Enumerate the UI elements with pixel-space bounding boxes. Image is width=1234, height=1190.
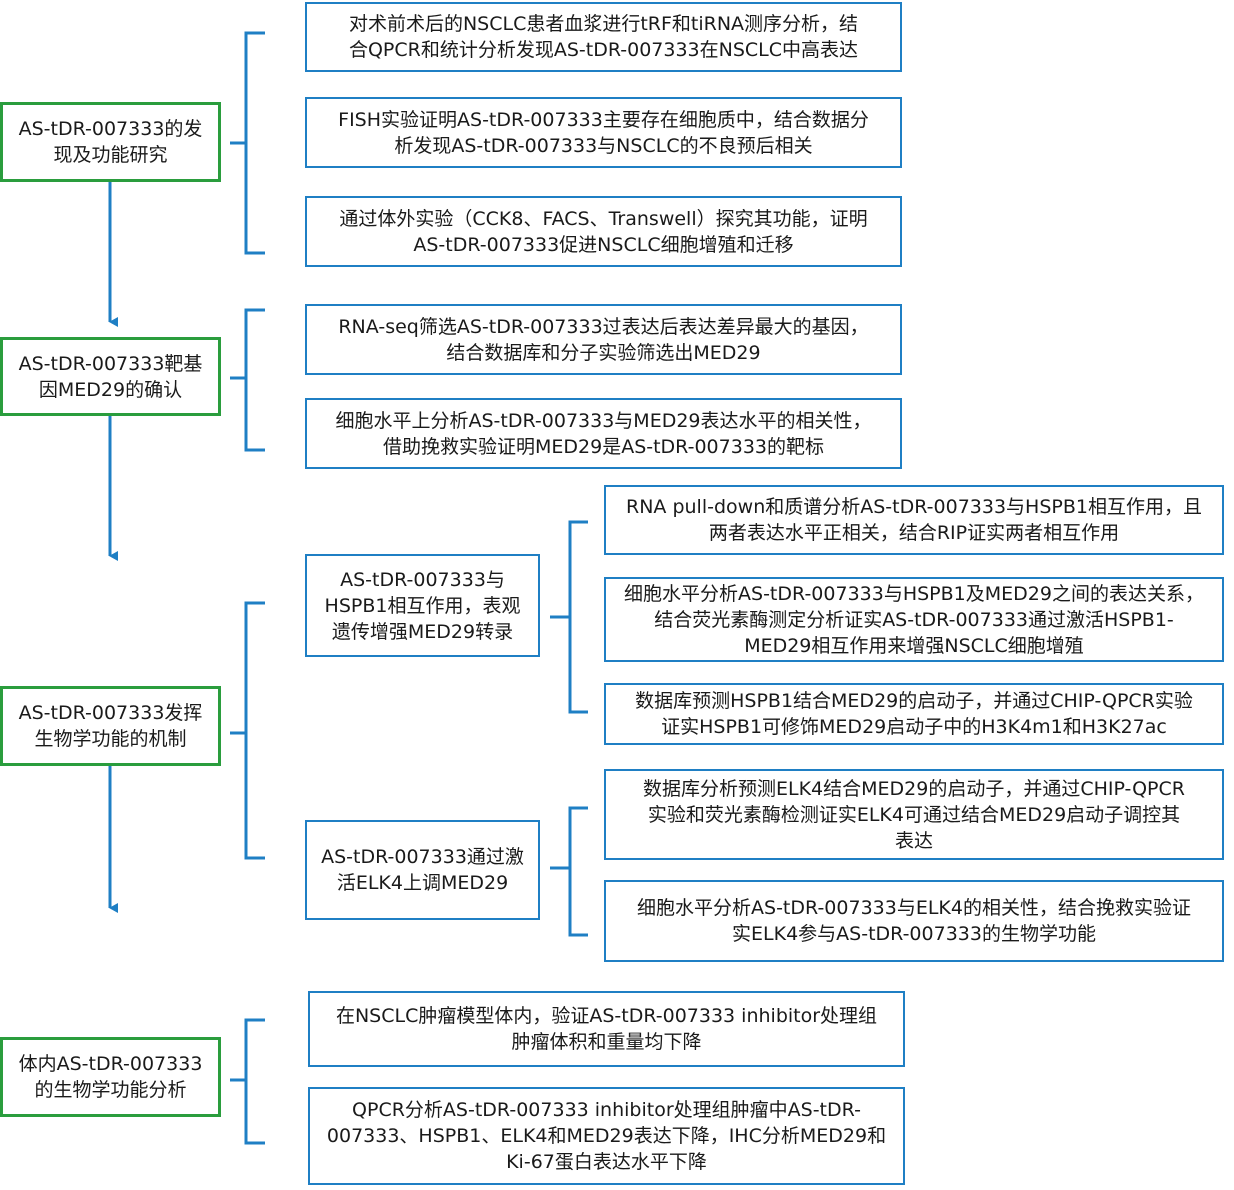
bracket-stage-4 xyxy=(230,1018,265,1145)
detail-box-qpcr-ihc: QPCR分析AS-tDR-007333 inhibitor处理组肿瘤中AS-tD… xyxy=(308,1087,905,1185)
detail-box-hspb1-expression: 细胞水平分析AS-tDR-007333与HSPB1及MED29之间的表达关系，结… xyxy=(604,577,1224,662)
detail-box-pull-down: RNA pull-down和质谱分析AS-tDR-007333与HSPB1相互作… xyxy=(604,485,1224,555)
bracket-stage-1 xyxy=(230,31,265,255)
stage-box-mechanism: AS-tDR-007333发挥生物学功能的机制 xyxy=(0,686,221,766)
bracket-mechanism-2 xyxy=(550,806,588,937)
detail-box-sequencing: 对术前术后的NSCLC患者血浆进行tRF和tiRNA测序分析，结合QPCR和统计… xyxy=(305,2,902,72)
detail-box-chip-qpcr-hspb1: 数据库预测HSPB1结合MED29的启动子，并通过CHIP-QPCR实验证实HS… xyxy=(604,683,1224,745)
bracket-mechanism-1 xyxy=(550,520,588,714)
bracket-stage-3 xyxy=(230,601,265,860)
detail-box-tumor-model: 在NSCLC肿瘤模型体内，验证AS-tDR-007333 inhibitor处理… xyxy=(308,991,905,1067)
stage-box-target-confirmation: AS-tDR-007333靶基因MED29的确认 xyxy=(0,337,221,416)
mechanism-box-elk4: AS-tDR-007333通过激活ELK4上调MED29 xyxy=(305,820,540,920)
detail-box-rna-seq: RNA-seq筛选AS-tDR-007333过表达后表达差异最大的基因，结合数据… xyxy=(305,304,902,375)
bracket-stage-2 xyxy=(230,308,265,452)
detail-box-elk4-correlation: 细胞水平分析AS-tDR-007333与ELK4的相关性，结合挽救实验证实ELK… xyxy=(604,880,1224,962)
detail-box-med29-correlation: 细胞水平上分析AS-tDR-007333与MED29表达水平的相关性，借助挽救实… xyxy=(305,398,902,469)
detail-box-fish: FISH实验证明AS-tDR-007333主要存在细胞质中，结合数据分析发现AS… xyxy=(305,97,902,168)
stage-box-discovery: AS-tDR-007333的发现及功能研究 xyxy=(0,102,221,182)
